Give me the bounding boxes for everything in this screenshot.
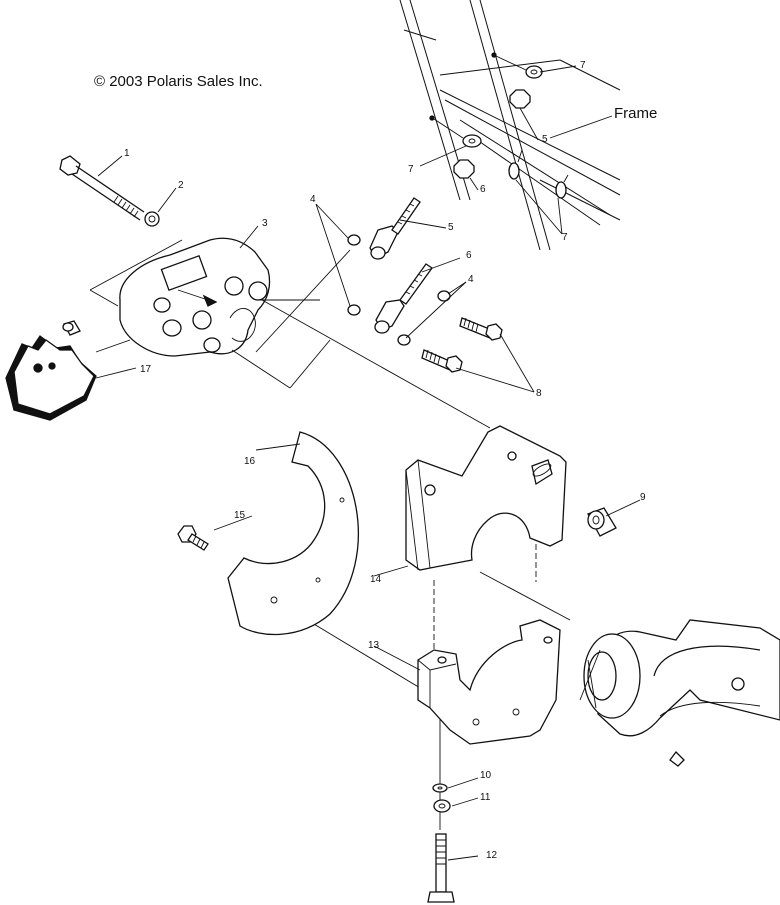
frame-label: Frame: [614, 105, 657, 122]
washer-10: [432, 783, 448, 793]
callout-6-frame: 6: [480, 184, 486, 195]
frame-assembly: [399, 0, 621, 251]
callout-7-bottom: 7: [562, 232, 568, 243]
rear-axle: [579, 619, 780, 767]
leader-lines: [89, 239, 537, 830]
upper-bracket: [405, 425, 567, 571]
leader-line: [479, 571, 571, 621]
brake-disc: [227, 431, 359, 636]
disc-bolt: [177, 525, 209, 551]
brake-pads: [5, 335, 97, 421]
callout-7-top: 7: [580, 60, 586, 71]
bushing: [587, 507, 617, 537]
callout-12: 12: [486, 850, 498, 861]
callout-13: 13: [368, 640, 380, 651]
callout-11: 11: [480, 792, 491, 803]
brake-caliper: [119, 237, 271, 357]
callout-6-link: 6: [466, 250, 472, 261]
callout-numbers: 1 2 3 4 4 5 5 6 6 7 7 7 8 9 10 11 12 13 …: [124, 60, 646, 861]
callout-8: 8: [536, 388, 542, 399]
caliper-bolt: [59, 155, 145, 221]
callout-5-link: 5: [448, 222, 454, 233]
callout-15: 15: [234, 510, 246, 521]
callout-17: 17: [140, 364, 152, 375]
bracket-bolt: [427, 833, 455, 903]
copyright-text: © 2003 Polaris Sales Inc.: [94, 73, 263, 90]
callout-7-mid: 7: [408, 164, 414, 175]
link-assembly: [347, 197, 451, 346]
callout-4-right: 4: [468, 274, 474, 285]
callout-3: 3: [262, 218, 268, 229]
callout-16: 16: [244, 456, 256, 467]
callout-5-frame: 5: [542, 134, 548, 145]
callout-leaders: [95, 65, 641, 861]
callout-2: 2: [178, 180, 184, 191]
frame-hardware: [429, 52, 569, 199]
callout-14: 14: [370, 574, 382, 585]
callout-10: 10: [480, 770, 492, 781]
callout-4-left: 4: [310, 194, 316, 205]
callout-1: 1: [124, 148, 130, 159]
mounting-bolts: [421, 317, 503, 373]
washer-2: [144, 211, 160, 227]
lock-washer-11: [433, 799, 451, 813]
lower-bracket: [417, 619, 561, 745]
pad-pin: [62, 320, 81, 336]
callout-9: 9: [640, 492, 646, 503]
